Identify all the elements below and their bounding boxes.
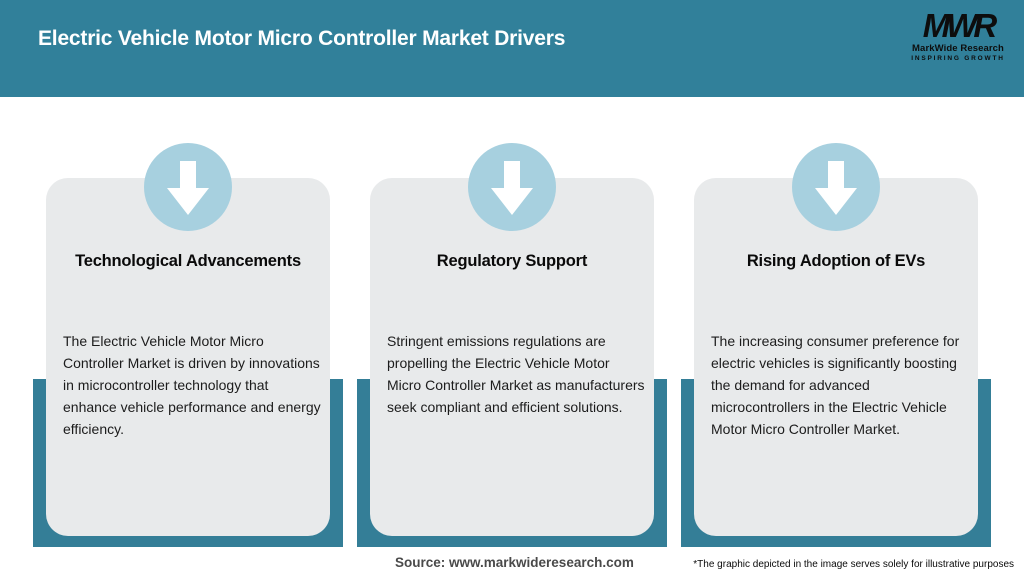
card-description: The Electric Vehicle Motor Micro Control… [63, 333, 321, 437]
logo-tagline: INSPIRING GROWTH [911, 54, 1005, 62]
markwide-research-logo: MWR MarkWide Research INSPIRING GROWTH [910, 9, 1006, 62]
card-body: Technological Advancements The Electric … [46, 178, 330, 536]
source-text: Source: www.markwideresearch.com [395, 555, 634, 570]
driver-card-regulatory-support: Regulatory Support Stringent emissions r… [357, 143, 667, 548]
card-body: Regulatory Support Stringent emissions r… [370, 178, 654, 536]
card-description: The increasing consumer preference for e… [711, 333, 960, 437]
disclaimer-text: *The graphic depicted in the image serve… [693, 559, 1014, 570]
down-arrow-icon [144, 143, 232, 231]
card-title: Rising Adoption of EVs [746, 252, 926, 270]
logo-name: MarkWide Research [912, 43, 1004, 54]
driver-card-rising-adoption-of-evs: Rising Adoption of EVs The increasing co… [681, 143, 991, 548]
card-body: Rising Adoption of EVs The increasing co… [694, 178, 978, 536]
logo-acronym: MWR [922, 7, 997, 44]
card-title: Regulatory Support [436, 252, 588, 270]
card-title: Technological Advancements [75, 252, 301, 270]
header-band: Electric Vehicle Motor Micro Controller … [0, 0, 1024, 97]
driver-card-technological-advancements: Technological Advancements The Electric … [33, 143, 343, 548]
down-arrow-icon [792, 143, 880, 231]
down-arrow-icon [468, 143, 556, 231]
page-title: Electric Vehicle Motor Micro Controller … [38, 27, 566, 50]
card-description: Stringent emissions regulations are prop… [387, 333, 645, 415]
